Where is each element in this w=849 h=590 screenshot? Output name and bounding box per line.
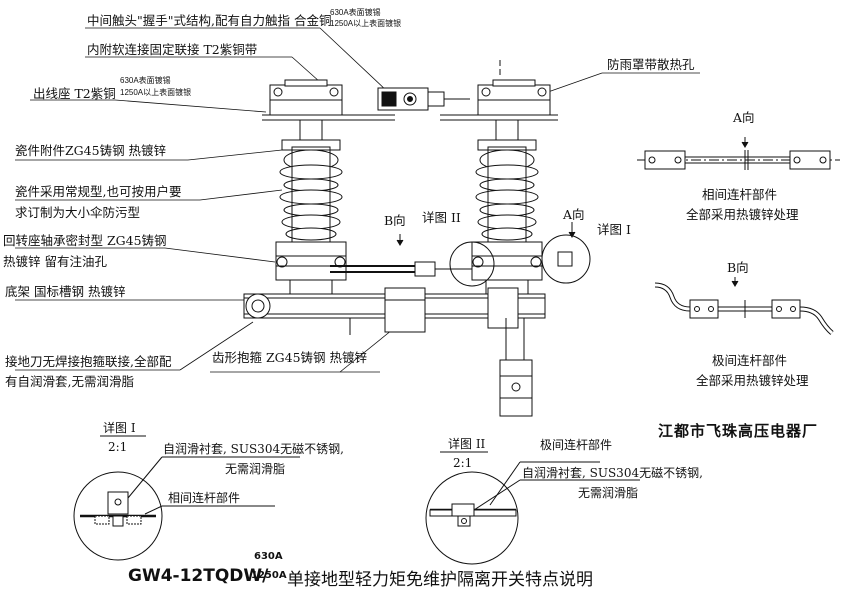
label-detail-2-mark: 详图 II — [422, 210, 461, 225]
detail-2-scale: 2:1 — [453, 456, 473, 470]
detail-2-title: 详图 II — [448, 437, 486, 451]
callout-rain-cover: 防雨罩带散热孔 — [607, 57, 695, 72]
b-view-text-1: 极间连杆部件 — [712, 353, 788, 368]
detail-1-title: 详图 I — [103, 421, 136, 435]
callout-contact-plating-1250: 1250A以上表面镀银 — [330, 19, 402, 28]
title-current-bottom: 1250A — [251, 570, 287, 581]
middle-contact — [377, 87, 470, 111]
a-view-text-2: 全部采用热镀锌处理 — [686, 207, 799, 222]
title-current-top: 630A — [254, 551, 283, 562]
callout-ground-knife-1: 接地刀无焊接抱箍联接,全部配 — [5, 354, 172, 369]
callout-porcelain-fitting: 瓷件附件ZG45铸钢 热镀锌 — [15, 143, 167, 158]
detail-2-part: 极间连杆部件 — [540, 438, 613, 452]
detail-2-note-1: 自润滑衬套, SUS304无磁不锈钢, — [522, 466, 703, 480]
ground-knife — [349, 318, 533, 417]
callout-outlet-seat: 出线座 T2紫铜 — [33, 86, 116, 101]
callout-outlet-plating-630: 630A表面镀锡 — [120, 76, 171, 85]
title-text: 单接地型轻力矩免维护隔离开关特点说明 — [287, 570, 593, 590]
b-view-title: B向 — [727, 260, 749, 275]
leader-lines — [15, 27, 700, 373]
detail-2-drawing — [425, 451, 640, 565]
callout-outlet-plating-1250: 1250A以上表面镀银 — [120, 88, 192, 97]
detail-2-note-2: 无需润滑脂 — [578, 486, 639, 500]
callout-contact-plating-630: 630A表面镀锡 — [330, 8, 381, 17]
callout-soft-link: 内附软连接固定联接 T2紫铜带 — [87, 42, 258, 57]
label-detail-1-mark: 详图 I — [597, 222, 631, 237]
detail-1-scale: 2:1 — [108, 440, 128, 454]
label-view-b: B向 — [384, 213, 406, 228]
label-view-a: A向 — [563, 207, 585, 222]
inter-pole-link — [330, 222, 591, 287]
callout-porcelain-type-1: 瓷件采用常规型,也可按用户要 — [15, 184, 182, 199]
a-view-title: A向 — [733, 110, 755, 125]
callout-contact-structure: 中间触头"握手"式结构,配有自力触指 合金铜 — [87, 13, 332, 28]
b-view-text-2: 全部采用热镀锌处理 — [696, 373, 809, 388]
detail-1-note-2: 无需润滑脂 — [225, 462, 286, 476]
left-pole — [262, 79, 395, 294]
callout-porcelain-type-2: 求订制为大小伞防污型 — [15, 205, 141, 220]
a-view-text-1: 相间连杆部件 — [702, 187, 778, 202]
base-frame — [243, 287, 546, 333]
callout-base-frame: 底架 国标槽钢 热镀锌 — [5, 284, 126, 299]
detail-1-drawing — [73, 435, 300, 561]
right-pole — [440, 60, 558, 294]
callout-ground-knife-2: 有自润滑套,无需润滑脂 — [5, 374, 134, 389]
manufacturer-name: 江都市飞珠高压电器厂 — [658, 422, 819, 440]
callout-gear-clamp: 齿形抱箍 ZG45铸钢 热镀锌 — [212, 350, 368, 365]
title-model: GW4-12TQDW/ — [128, 566, 269, 586]
b-view-drawing — [654, 277, 834, 335]
a-view-drawing — [637, 137, 840, 170]
callout-bearing-2: 热镀锌 留有注油孔 — [3, 254, 107, 269]
callout-bearing-1: 回转座轴承密封型 ZG45铸钢 — [3, 233, 167, 248]
detail-1-note-1: 自润滑衬套, SUS304无磁不锈钢, — [163, 442, 344, 456]
detail-1-part: 相间连杆部件 — [168, 491, 241, 505]
